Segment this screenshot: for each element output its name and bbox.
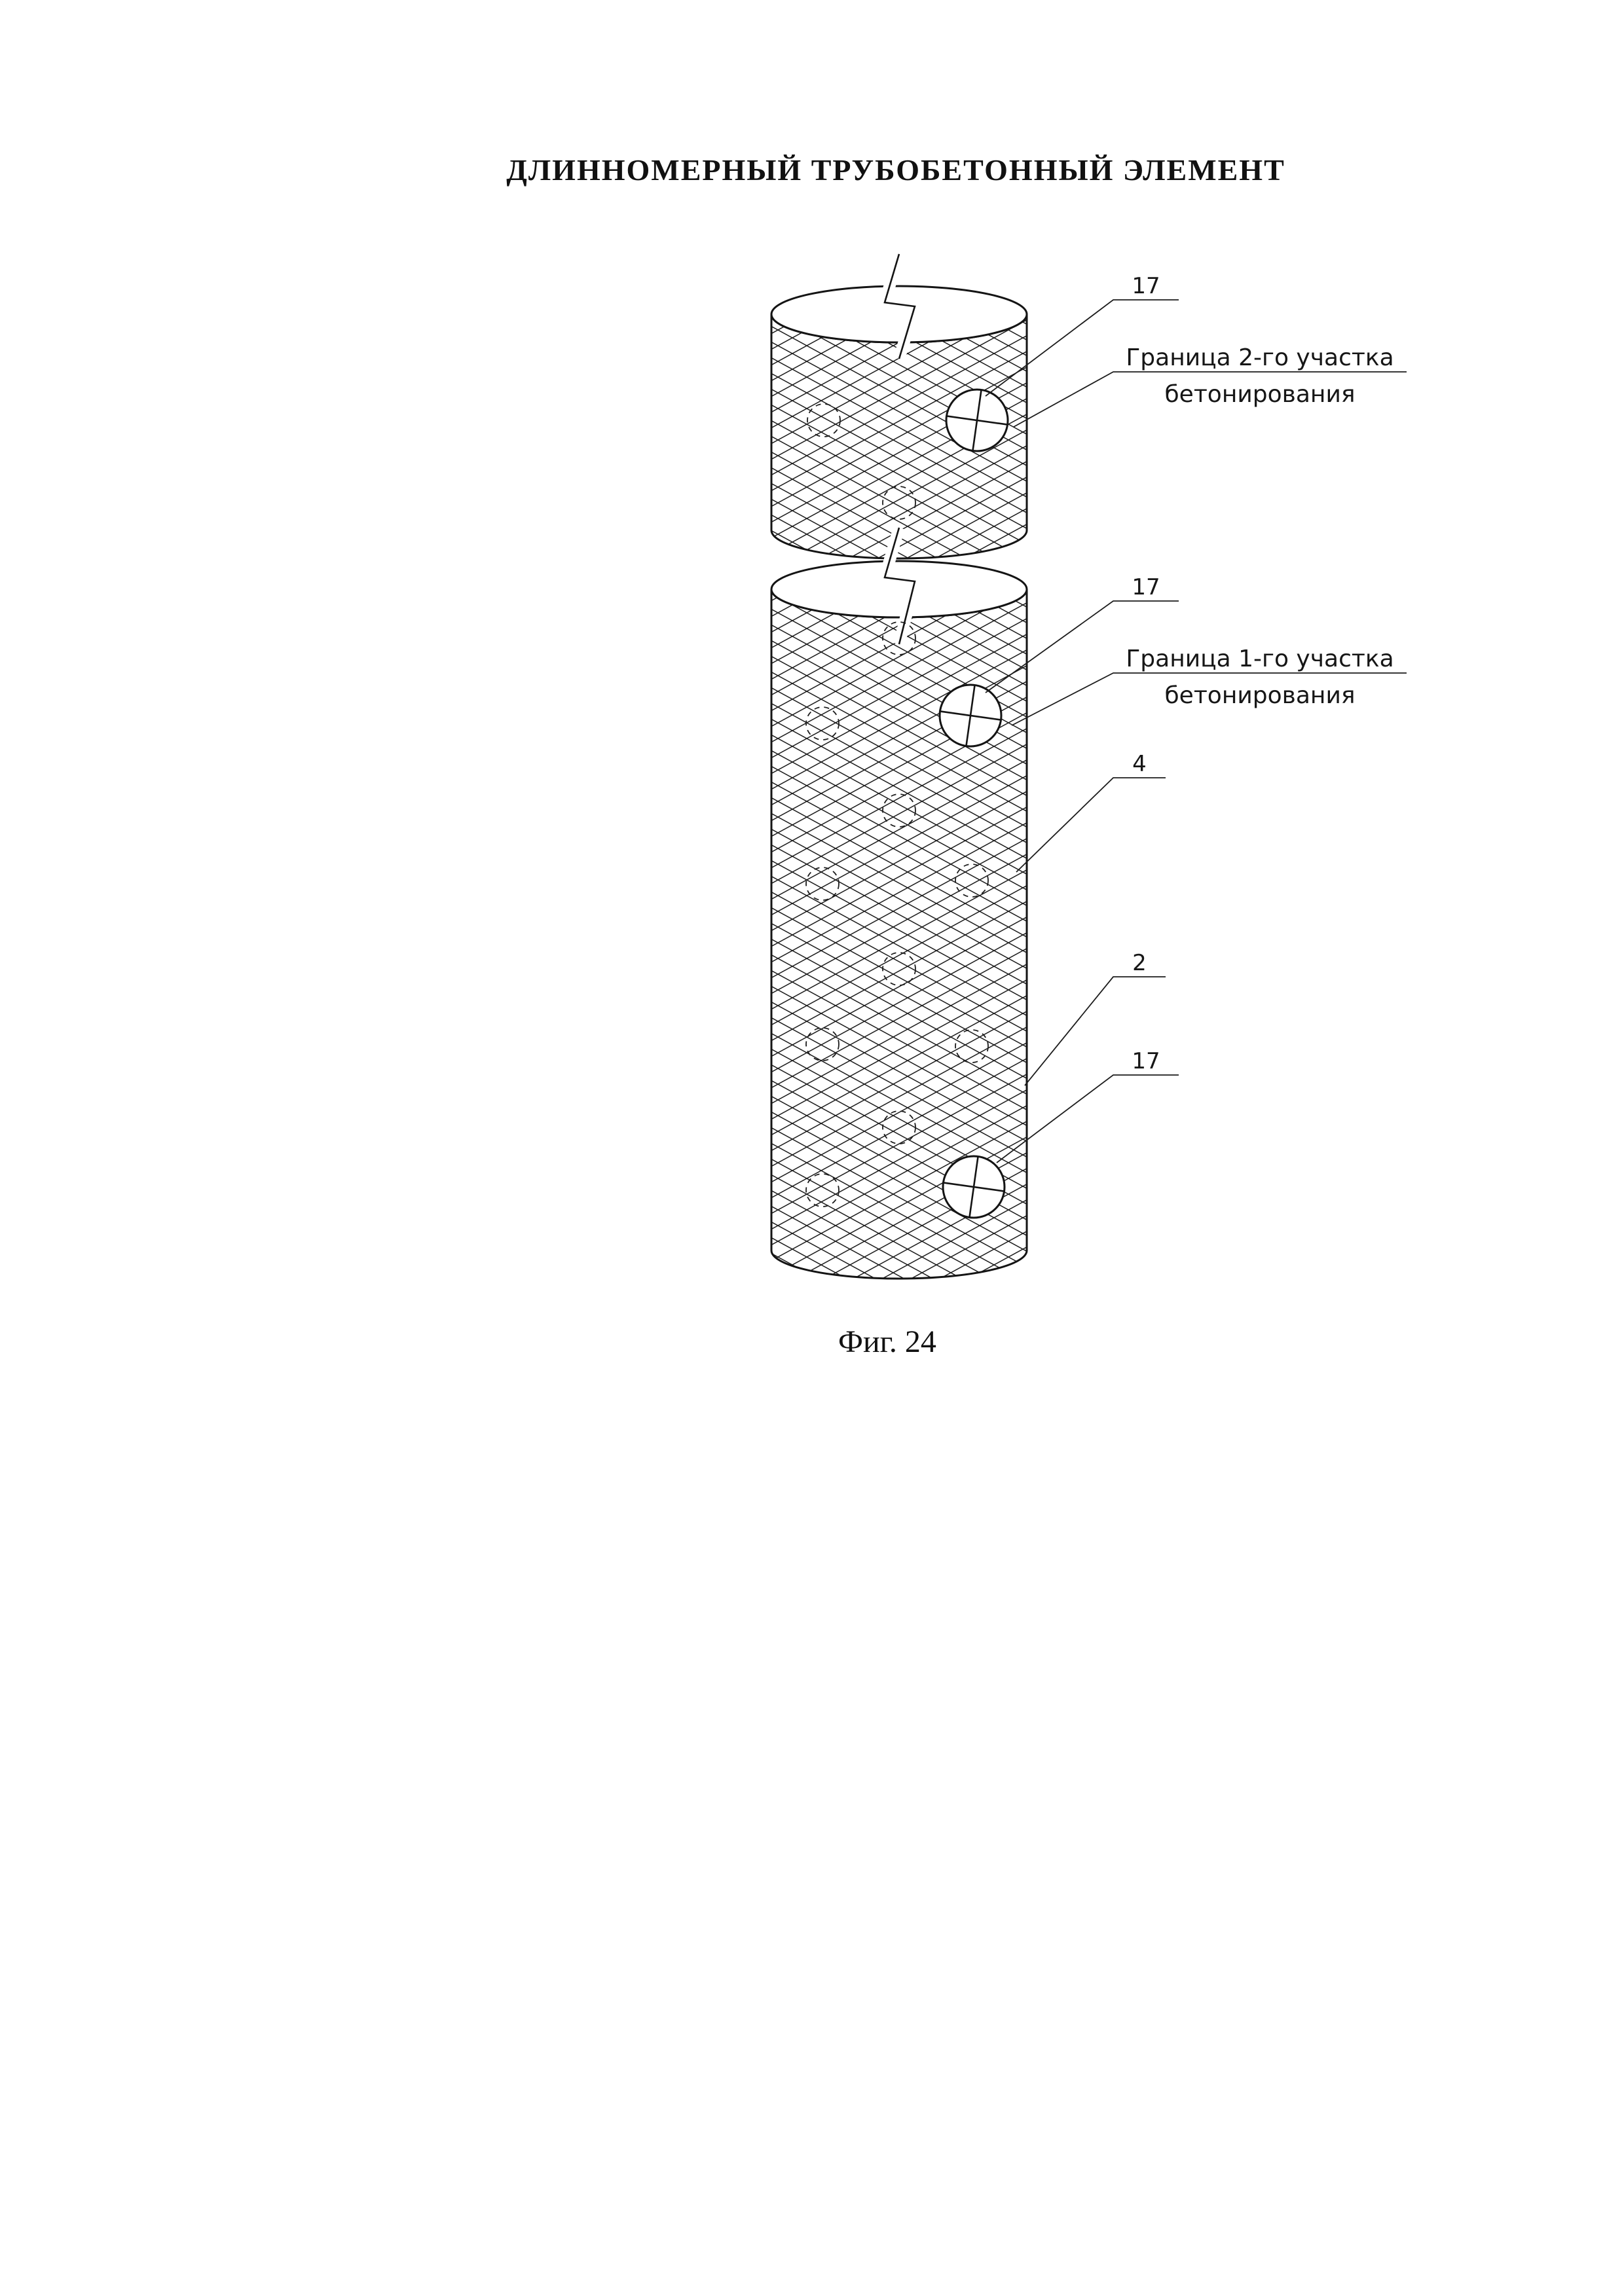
break-symbol-upper (877, 252, 923, 361)
lower-segment-top-face (770, 560, 1028, 619)
fitting-17-middle (938, 683, 1003, 748)
hole-dashed-circle (807, 403, 841, 437)
leader-ref17-top (985, 299, 1179, 397)
fitting-17-upper (945, 388, 1009, 452)
page-title: ДЛИННОМЕРНЫЙ ТРУБОБЕТОННЫЙ ЭЛЕМЕНТ (506, 153, 1285, 187)
ref-label-17-top: 17 (1132, 273, 1160, 299)
boundary2-label-line2: бетонирования (1164, 381, 1355, 408)
ref-label-17-mid: 17 (1132, 574, 1160, 600)
leader-boundary2 (1013, 371, 1407, 428)
leader-ref2 (1024, 976, 1166, 1086)
hole-dashed-circle (955, 864, 989, 898)
hole-dashed-circle (955, 1029, 989, 1063)
hole-dashed-circle (882, 1110, 916, 1144)
dashed-holes (805, 403, 989, 1207)
hole-dashed-circle (882, 952, 916, 986)
figure-caption: Фиг. 24 (838, 1324, 936, 1359)
hole-dashed-circle (805, 867, 840, 901)
boundary1-label-line1: Граница 1-го участка (1126, 646, 1393, 672)
hole-dashed-circle (882, 793, 916, 828)
hole-dashed-circle (805, 1173, 840, 1207)
hole-dashed-circle (805, 1027, 840, 1061)
hole-dashed-circle (882, 486, 916, 520)
fitting-17-bottom (942, 1155, 1006, 1219)
leader-ref17-bottom (996, 1074, 1179, 1163)
leader-ref4 (1016, 777, 1166, 873)
ref-label-17-bottom: 17 (1132, 1048, 1160, 1074)
boundary1-label-line2: бетонирования (1164, 682, 1355, 709)
break-symbol-lower (877, 526, 923, 646)
hole-dashed-circle (805, 706, 840, 740)
ref-label-4: 4 (1132, 751, 1147, 777)
ref-label-2: 2 (1132, 950, 1147, 976)
hole-dashed-circle (882, 621, 916, 655)
leader-ref17-mid (985, 600, 1179, 693)
boundary2-label-line1: Граница 2-го участка (1126, 344, 1393, 371)
upper-segment-top-face (770, 285, 1028, 344)
leader-boundary1 (1011, 672, 1407, 726)
